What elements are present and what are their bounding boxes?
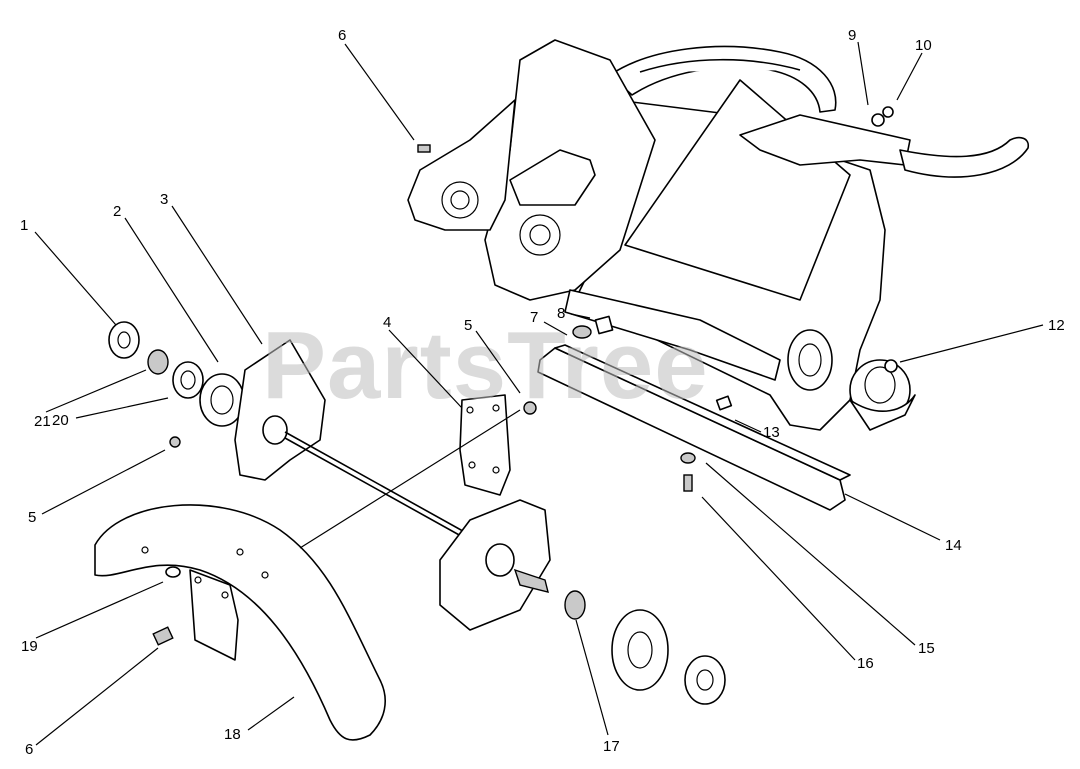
watermark: PartsTree (262, 312, 709, 419)
callout-1: 1 (20, 217, 28, 234)
callout-4: 4 (383, 314, 391, 331)
callout-16: 16 (857, 655, 874, 672)
callout-19: 19 (21, 638, 38, 655)
callout-18: 18 (224, 726, 241, 743)
callout-10: 10 (915, 37, 932, 54)
support-bracket (459, 394, 537, 496)
callout-3: 3 (160, 191, 168, 208)
leader-lines (34, 41, 1044, 746)
callout-5-upper: 5 (464, 317, 472, 334)
callout-12: 12 (1048, 317, 1065, 334)
callout-9: 9 (848, 27, 856, 44)
fasteners-housing (417, 106, 898, 492)
callout-2: 2 (113, 203, 121, 220)
callout-17: 17 (603, 738, 620, 755)
callout-6-lower: 6 (25, 741, 33, 758)
callout-15: 15 (918, 640, 935, 657)
auger-assembly (234, 339, 726, 705)
scraper-bar (537, 344, 851, 511)
callout-20: 20 (52, 412, 69, 429)
skid-shoe (94, 504, 386, 741)
callout-13: 13 (763, 424, 780, 441)
callout-8: 8 (557, 305, 565, 322)
auger-housing (407, 39, 1030, 431)
callout-6-upper: 6 (338, 27, 346, 44)
callout-14: 14 (945, 537, 962, 554)
callout-7: 7 (530, 309, 538, 326)
left-bearing-parts (108, 321, 245, 448)
callout-labels: 1 2 3 4 5 5 6 6 7 8 9 10 12 13 14 15 16 … (20, 27, 1065, 758)
callout-21: 21 (34, 413, 51, 430)
callout-5-lower: 5 (28, 509, 36, 526)
